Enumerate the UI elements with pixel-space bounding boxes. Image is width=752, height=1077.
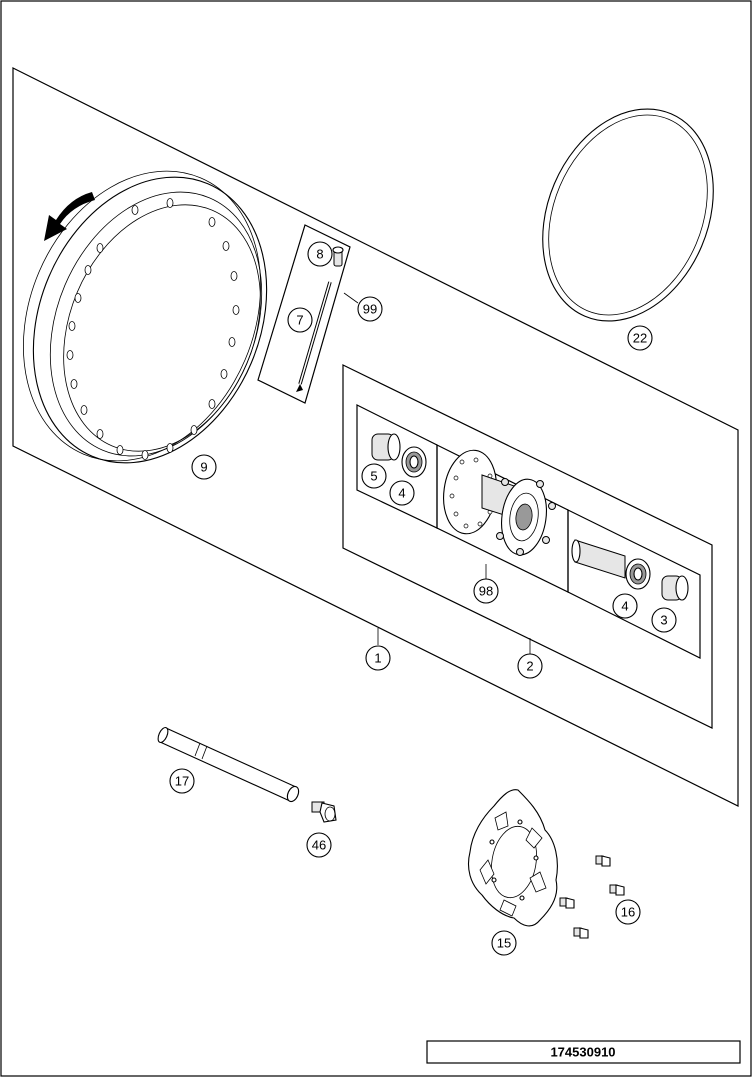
spindle-bolt-drawing	[311, 801, 337, 823]
svg-text:98: 98	[479, 584, 493, 599]
callout-99: 99	[357, 296, 383, 322]
wheel-assembly-outline	[12, 67, 739, 807]
rim-tape-drawing	[542, 108, 714, 322]
callout-8: 8	[307, 241, 333, 267]
callout-4-right: 4	[612, 593, 638, 619]
hub-assembly-outline	[342, 364, 713, 729]
bearing-group-right-outline	[567, 509, 701, 659]
svg-text:46: 46	[312, 838, 326, 853]
callout-5: 5	[361, 463, 387, 489]
svg-text:4: 4	[621, 599, 628, 614]
callout-4-left: 4	[389, 480, 415, 506]
svg-text:4: 4	[398, 486, 405, 501]
spoke-drawing	[296, 281, 332, 392]
document-number-box: 174530910	[426, 1040, 741, 1064]
callout-15: 15	[491, 930, 517, 956]
spacer-left-drawing	[371, 433, 401, 461]
rim-drawing	[23, 170, 268, 464]
disc-bolts-drawing	[559, 855, 625, 939]
callout-22: 22	[627, 325, 653, 351]
callout-98: 98	[473, 578, 499, 604]
svg-text:9: 9	[200, 460, 207, 475]
svg-text:99: 99	[363, 302, 377, 317]
callout-3: 3	[651, 607, 677, 633]
svg-text:2: 2	[526, 659, 533, 674]
callout-16: 16	[615, 899, 641, 925]
svg-text:5: 5	[370, 469, 377, 484]
callout-46: 46	[306, 832, 332, 858]
callout-7: 7	[287, 307, 313, 333]
callout-17: 17	[169, 768, 195, 794]
leader-lines	[343, 292, 531, 654]
svg-text:15: 15	[497, 936, 511, 951]
svg-text:3: 3	[660, 613, 667, 628]
brake-disc-drawing	[467, 789, 558, 927]
spoke-nipple-drawing	[332, 246, 344, 267]
collar-bushing-drawing	[661, 575, 689, 601]
callout-1: 1	[365, 645, 391, 671]
wheel-spindle-drawing	[157, 726, 300, 803]
callout-2: 2	[517, 653, 543, 679]
svg-text:8: 8	[316, 247, 323, 262]
svg-text:22: 22	[633, 331, 647, 346]
distance-tube-drawing	[571, 539, 626, 579]
svg-text:17: 17	[175, 774, 189, 789]
bearing-right-drawing	[625, 558, 651, 590]
svg-text:1: 1	[374, 651, 381, 666]
svg-text:16: 16	[621, 905, 635, 920]
bearing-left-drawing	[401, 446, 427, 478]
document-number: 174530910	[550, 1045, 615, 1060]
hub-drawing	[443, 449, 556, 556]
spoke-set-outline	[257, 224, 351, 404]
rotation-arrow-icon	[44, 192, 95, 241]
svg-text:7: 7	[296, 313, 303, 328]
callout-9: 9	[191, 454, 217, 480]
